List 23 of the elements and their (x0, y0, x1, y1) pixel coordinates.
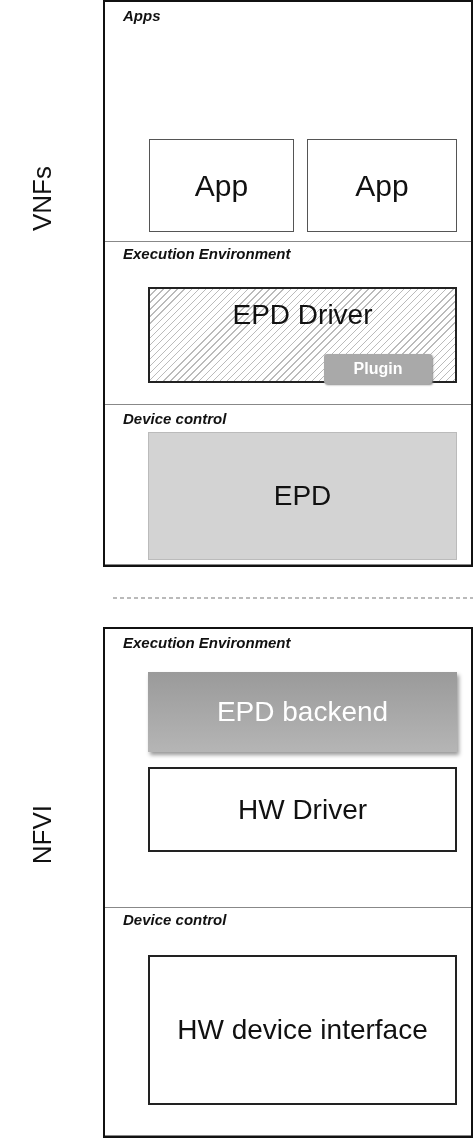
band-title: Device control (123, 911, 227, 928)
component-box (148, 767, 457, 852)
box-label: App (193, 168, 250, 203)
band-title: Device control (123, 410, 227, 427)
box-label: HW device interface (176, 1013, 429, 1048)
box-label: HW Driver (236, 792, 369, 827)
layer-title: VNFs (27, 165, 58, 231)
box-label: Plugin (352, 360, 404, 378)
band-title: Execution Environment (123, 245, 291, 262)
app-box (149, 139, 294, 232)
layer-title: NFVI (27, 804, 58, 864)
band-title: Apps (123, 7, 161, 24)
app-box (307, 139, 457, 232)
band-title: Execution Environment (123, 634, 291, 651)
backend-box (148, 672, 457, 752)
box-label: EPD backend (215, 696, 390, 728)
plugin-box (324, 354, 432, 384)
component-box (148, 955, 457, 1105)
box-label: App (354, 168, 410, 203)
box-label: EPD (272, 480, 333, 512)
box-label: EPD Driver (231, 298, 374, 331)
driver-box (148, 287, 457, 383)
component-box (148, 432, 457, 560)
